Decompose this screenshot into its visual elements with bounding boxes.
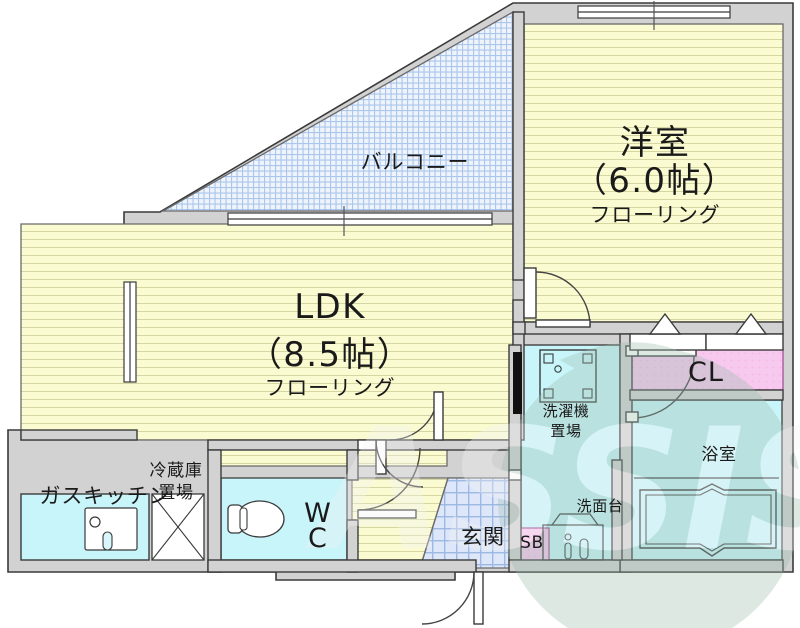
doors: [357, 267, 784, 625]
door-entrance: [421, 571, 484, 625]
svg-text:ASSIST: ASSIST: [305, 392, 800, 588]
door-bedroom: [523, 267, 591, 328]
washing-machine-space: [539, 349, 597, 403]
room-balcony: [160, 10, 514, 212]
window-washroom: [513, 352, 522, 414]
door-washroom: [508, 469, 522, 481]
washbasin-fixture: [542, 513, 604, 561]
door-ldk-hall: [357, 439, 424, 488]
refrigerator-space: [151, 493, 205, 561]
bathtub-fixture: [634, 477, 779, 557]
door-ldk-upper: [389, 391, 444, 441]
toilet-fixture: [227, 500, 285, 538]
windows: [123, 1, 731, 414]
window-bedroom-top: [577, 1, 731, 30]
door-wc: [357, 447, 421, 519]
kitchen-counter: [20, 493, 150, 561]
window-ldk-left: [123, 281, 137, 383]
closet-sliding-doors: [629, 312, 784, 351]
room-bedroom: [523, 23, 784, 323]
room-bathroom: [629, 399, 783, 561]
window-ldk-balcony: [227, 206, 493, 236]
assist-watermark: ASSIST: [305, 342, 800, 628]
